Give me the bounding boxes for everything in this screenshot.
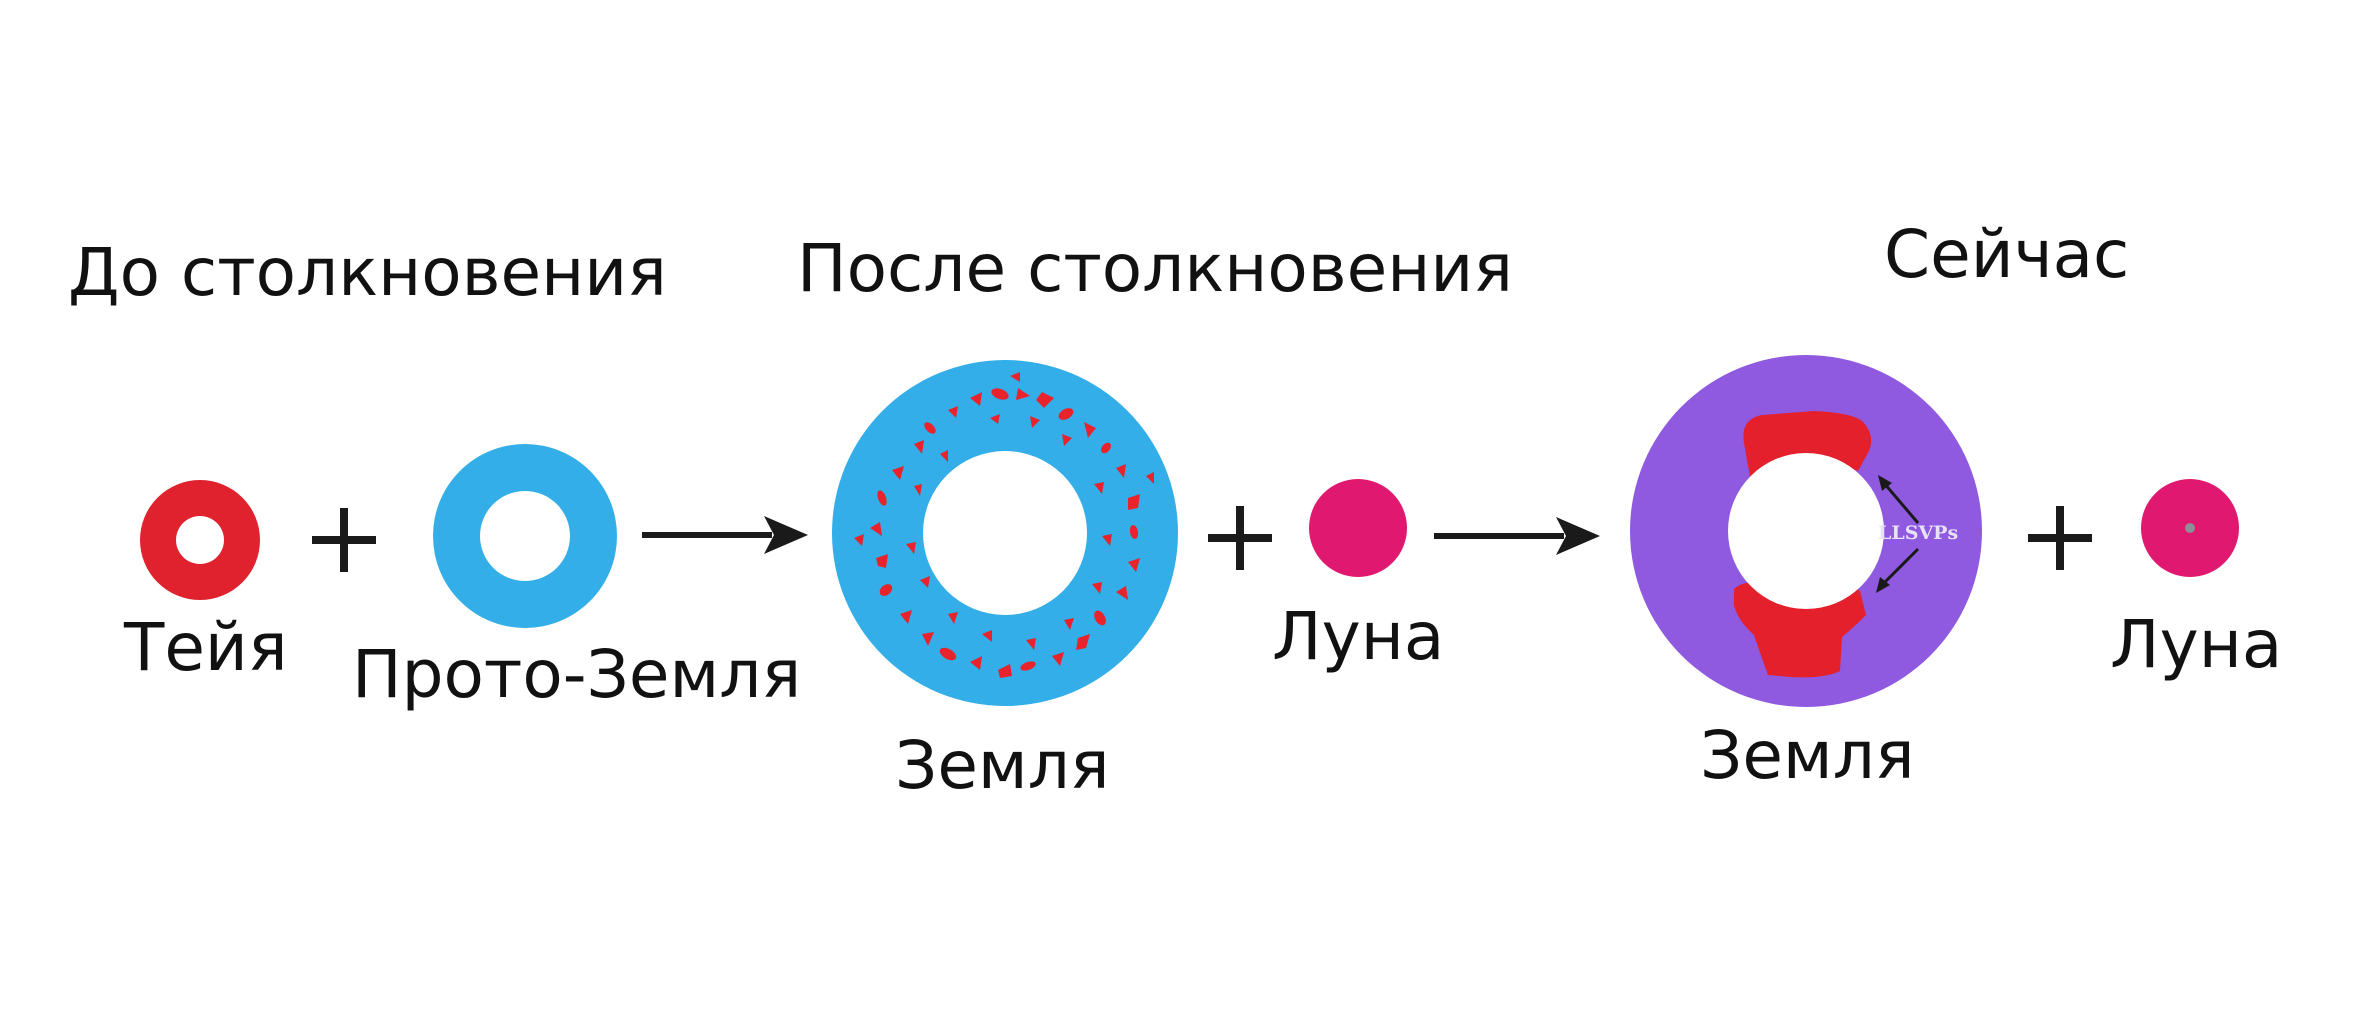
- theia-ring: [140, 480, 260, 600]
- heading-after-collision: После столкновения: [797, 230, 1514, 307]
- plus-icon: [312, 508, 376, 572]
- label-moon-after: Луна: [1272, 598, 1445, 675]
- llsvp-arrows: [1876, 475, 1920, 593]
- proto-earth-ring: [433, 444, 617, 628]
- right-arrow-icon: [1434, 517, 1600, 555]
- llsvp-lower: [1734, 582, 1866, 678]
- heading-now: Сейчас: [1884, 216, 2130, 293]
- plus-icon: [1208, 506, 1272, 570]
- label-proto-earth: Прото-Земля: [352, 636, 802, 713]
- impactor-fragments: [854, 372, 1154, 678]
- right-arrow-icon: [642, 516, 808, 554]
- label-moon-now: Луна: [2110, 606, 2283, 683]
- label-earth-after: Земля: [895, 727, 1110, 804]
- label-earth-now: Земля: [1700, 717, 1915, 794]
- label-llsvps: LLSVPs: [1878, 522, 1959, 544]
- earth-after-collision: [832, 360, 1178, 706]
- heading-before-collision: До столкновения: [68, 234, 667, 311]
- label-theia: Тейя: [124, 609, 288, 686]
- moon-after-collision: [1309, 479, 1407, 577]
- moon-now: [2141, 479, 2239, 577]
- earth-now: [1630, 355, 1982, 707]
- plus-icon: [2028, 506, 2092, 570]
